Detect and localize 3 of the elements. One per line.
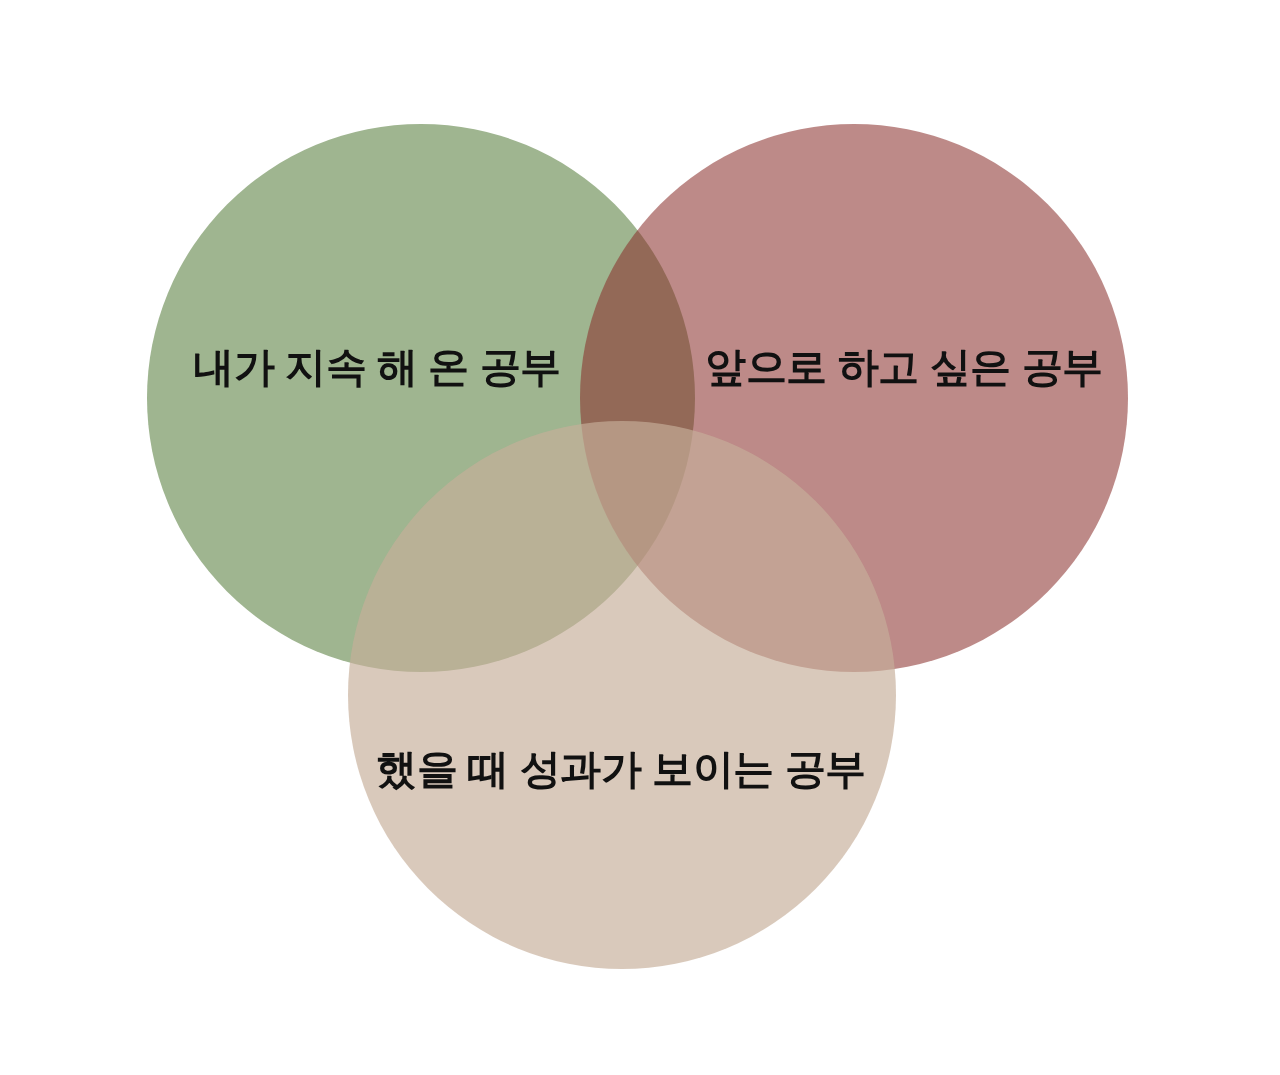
circle-label: 했을 때 성과가 보이는 공부: [376, 747, 866, 793]
circle-label: 앞으로 하고 싶은 공부: [705, 345, 1103, 391]
circle-label: 내가 지속 해 온 공부: [193, 345, 561, 391]
